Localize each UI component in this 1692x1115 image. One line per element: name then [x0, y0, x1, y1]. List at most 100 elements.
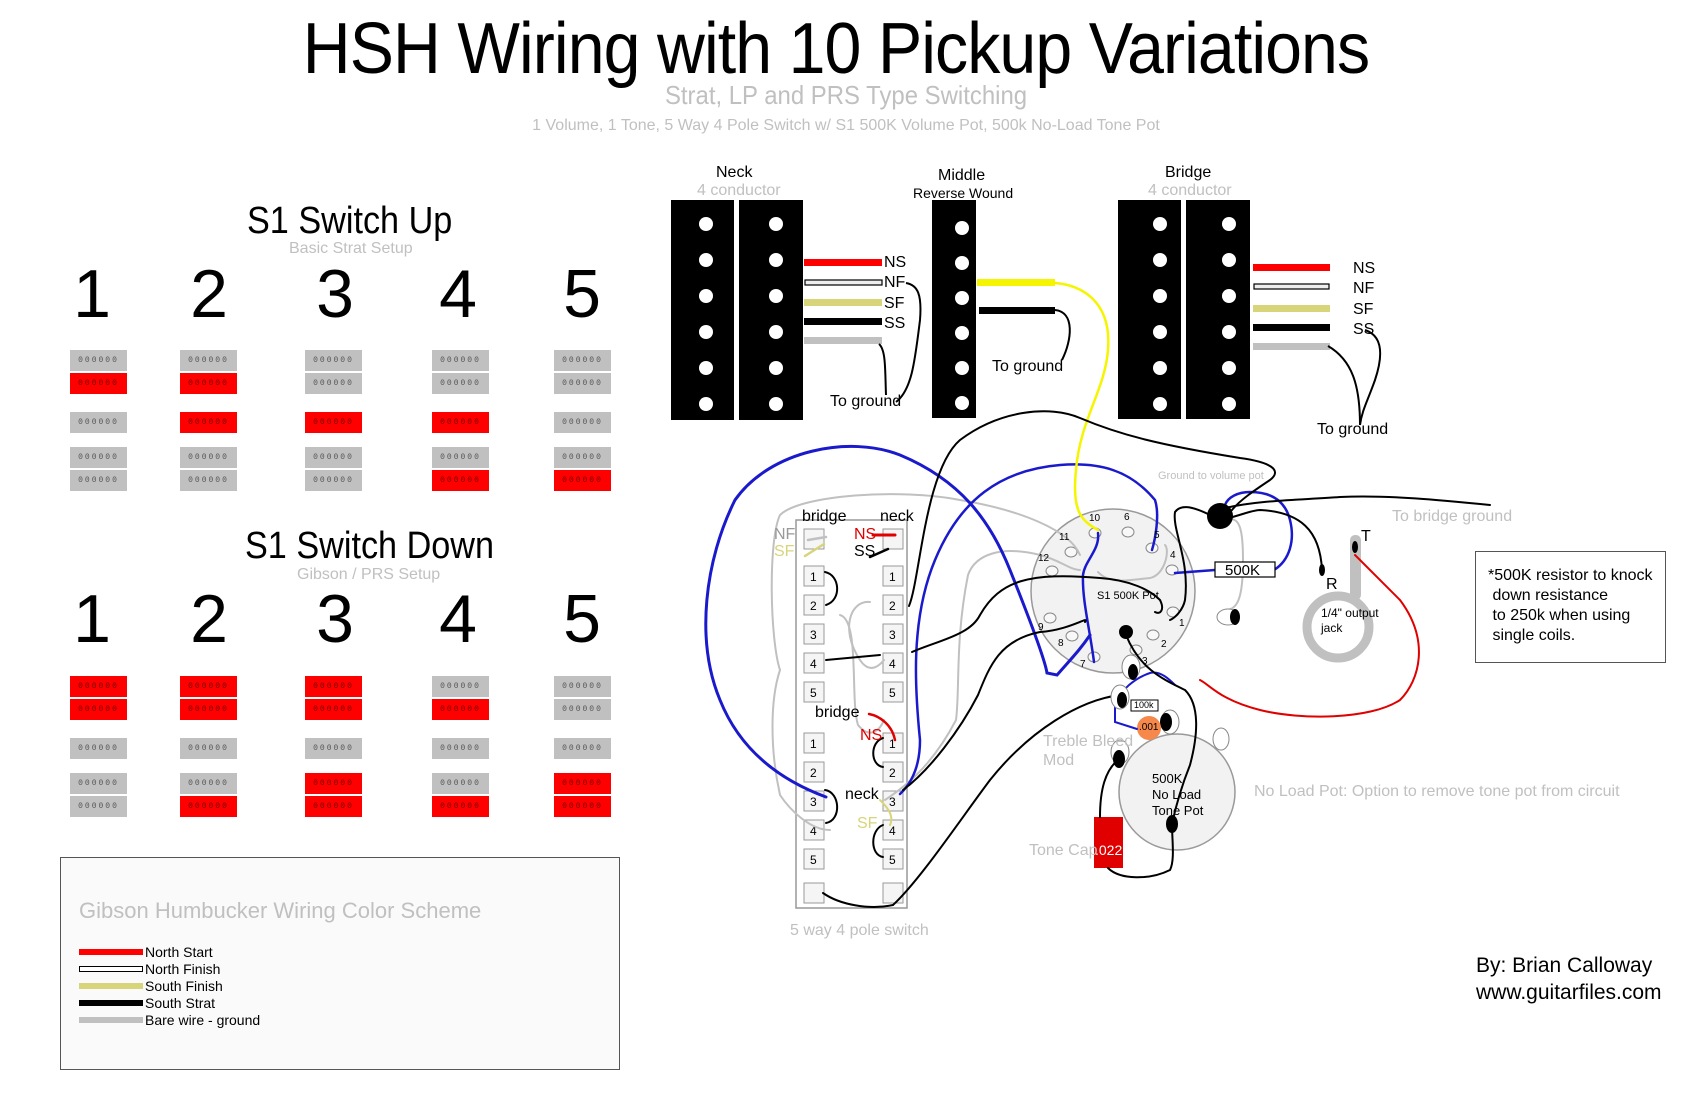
switch-up-position-5-bridge-top-coil: 000000 — [554, 447, 611, 468]
pole-piece — [1153, 253, 1167, 267]
switch-lug-label: 5 — [889, 686, 896, 700]
switch-sf-label: SF — [774, 543, 795, 560]
switch-nf-label: NF — [774, 526, 796, 543]
switch-lug — [803, 732, 825, 754]
switch-sf-label-2: SF — [857, 815, 878, 832]
pole-piece — [1222, 217, 1236, 231]
volume-pot-label: S1 500K Pot — [1097, 590, 1159, 602]
switch-up-position-3-neck-top-coil: 000000 — [305, 350, 362, 371]
pole-piece — [1222, 289, 1236, 303]
switch-label: 5 way 4 pole switch — [790, 922, 929, 939]
switch-lug-label: 3 — [889, 795, 896, 809]
pole-piece — [955, 361, 969, 375]
middle-pickup-label: Middle — [938, 167, 986, 184]
switch-lug-label: 2 — [889, 599, 896, 613]
switch-lug-label: 2 — [889, 766, 896, 780]
bridge-ground-label: To bridge ground — [1392, 508, 1513, 525]
pole-piece — [769, 397, 783, 411]
switch-up-position-4-middle-coil: 000000 — [432, 412, 489, 433]
switch-up-position-4-neck-bottom-coil: 000000 — [432, 373, 489, 394]
switch-down-position-2-middle-coil: 000000 — [180, 738, 237, 759]
switch-ns-label-2: NS — [860, 727, 883, 744]
legend-swatch — [79, 949, 143, 955]
switch-down-position-1-neck-bottom-coil: 000000 — [70, 699, 127, 720]
author-credit: By: Brian Calloway www.guitarfiles.com — [1476, 954, 1662, 1004]
treble-bleed-label: Treble Bleed Mod — [1043, 733, 1134, 769]
switch-up-position-5-neck-top-coil: 000000 — [554, 350, 611, 371]
switch-down-position-3-number: 3 — [316, 581, 354, 657]
volume-pot-lug-label: 2 — [1161, 639, 1167, 650]
page-subtitle: Strat, LP and PRS Type Switching — [664, 80, 1028, 110]
neck-ss-label: SS — [884, 315, 906, 332]
switch-down-position-1-middle-coil: 000000 — [70, 738, 127, 759]
neck-pickup-sub: 4 conductor — [697, 182, 781, 199]
legend-swatch — [79, 966, 143, 972]
color-legend: Gibson Humbucker Wiring Color Scheme Nor… — [60, 857, 620, 1070]
switch-ss-label: SS — [854, 543, 876, 560]
switch-lug-label: 5 — [889, 853, 896, 867]
pole-piece — [769, 325, 783, 339]
wire-nf — [1253, 283, 1330, 290]
switch-down-position-2-neck-top-coil: 000000 — [180, 676, 237, 697]
neck-ns-label: NS — [884, 254, 907, 271]
switch-up-position-1-neck-top-coil: 000000 — [70, 350, 127, 371]
switch-lug — [803, 652, 825, 674]
switch-bridge-label-2: bridge — [815, 704, 860, 721]
page-title: HSH Wiring with 10 Pickup Variations — [302, 9, 1370, 89]
switch-up-position-2-neck-bottom-coil: 000000 — [180, 373, 237, 394]
treble-resistor-label: 100k — [1134, 700, 1154, 710]
legend-label: South Finish — [145, 978, 223, 994]
volume-pot-lug — [1045, 565, 1059, 577]
middle-pickup — [932, 200, 976, 418]
bridge-pickup-label: Bridge — [1165, 164, 1212, 181]
legend-item-ground: Bare wire - ground — [79, 1012, 260, 1028]
switch-down-position-3-bridge-bottom-coil: 000000 — [305, 796, 362, 817]
neck-to-ground: To ground — [830, 393, 902, 410]
bridge-leads — [1253, 264, 1382, 426]
switch-lug — [882, 623, 904, 645]
jack-ring-label: R — [1326, 576, 1338, 593]
switch-down-position-1-bridge-bottom-coil: 000000 — [70, 796, 127, 817]
switch-down-position-1-number: 1 — [73, 581, 111, 657]
switch-lug — [803, 623, 825, 645]
switch-up-position-1-number: 1 — [73, 256, 111, 332]
bridge-sf-label: SF — [1353, 301, 1374, 318]
pole-piece — [955, 291, 969, 305]
neck-coil-2 — [739, 200, 803, 420]
switch-common-neck — [882, 528, 904, 550]
switch-neck-label: neck — [880, 508, 914, 525]
resistor-500k-label: 500K — [1225, 562, 1261, 579]
switch-lug-label: 5 — [810, 686, 817, 700]
switch-up-position-4-bridge-top-coil: 000000 — [432, 447, 489, 468]
bridge-pickup — [1118, 200, 1250, 419]
pole-piece — [955, 326, 969, 340]
neck-coil-1 — [671, 200, 734, 420]
switch-up-position-3-bridge-top-coil: 000000 — [305, 447, 362, 468]
switch-lug-label: 3 — [889, 628, 896, 642]
legend-item-north-finish: North Finish — [79, 961, 220, 977]
tone-pot-label: 500K No Load Tone Pot — [1152, 771, 1204, 818]
switch-down-position-5-number: 5 — [563, 581, 601, 657]
switch-down-position-4-middle-coil: 000000 — [432, 738, 489, 759]
pole-piece — [769, 289, 783, 303]
neck-nf-label: NF — [884, 274, 906, 291]
volume-pot-lug-label: 9 — [1038, 622, 1044, 633]
wire-middle-ground — [979, 307, 1055, 314]
jack-tip-label: T — [1361, 528, 1371, 545]
neck-leads — [804, 259, 922, 403]
switch-lug — [882, 681, 904, 703]
pole-piece — [1222, 361, 1236, 375]
switch-up-position-4-neck-top-coil: 000000 — [432, 350, 489, 371]
pole-piece — [1153, 325, 1167, 339]
pole-piece — [955, 396, 969, 410]
switch-down-position-5-bridge-bottom-coil: 000000 — [554, 796, 611, 817]
switch-up-position-4-number: 4 — [439, 256, 477, 332]
switch-up-position-3-bridge-bottom-coil: 000000 — [305, 470, 362, 491]
switch-common-bottom-left — [803, 882, 825, 904]
legend-item-south-finish: South Finish — [79, 978, 223, 994]
switch-lug — [882, 819, 904, 841]
wire-ground — [804, 337, 882, 344]
neck-sf-label: SF — [884, 295, 905, 312]
